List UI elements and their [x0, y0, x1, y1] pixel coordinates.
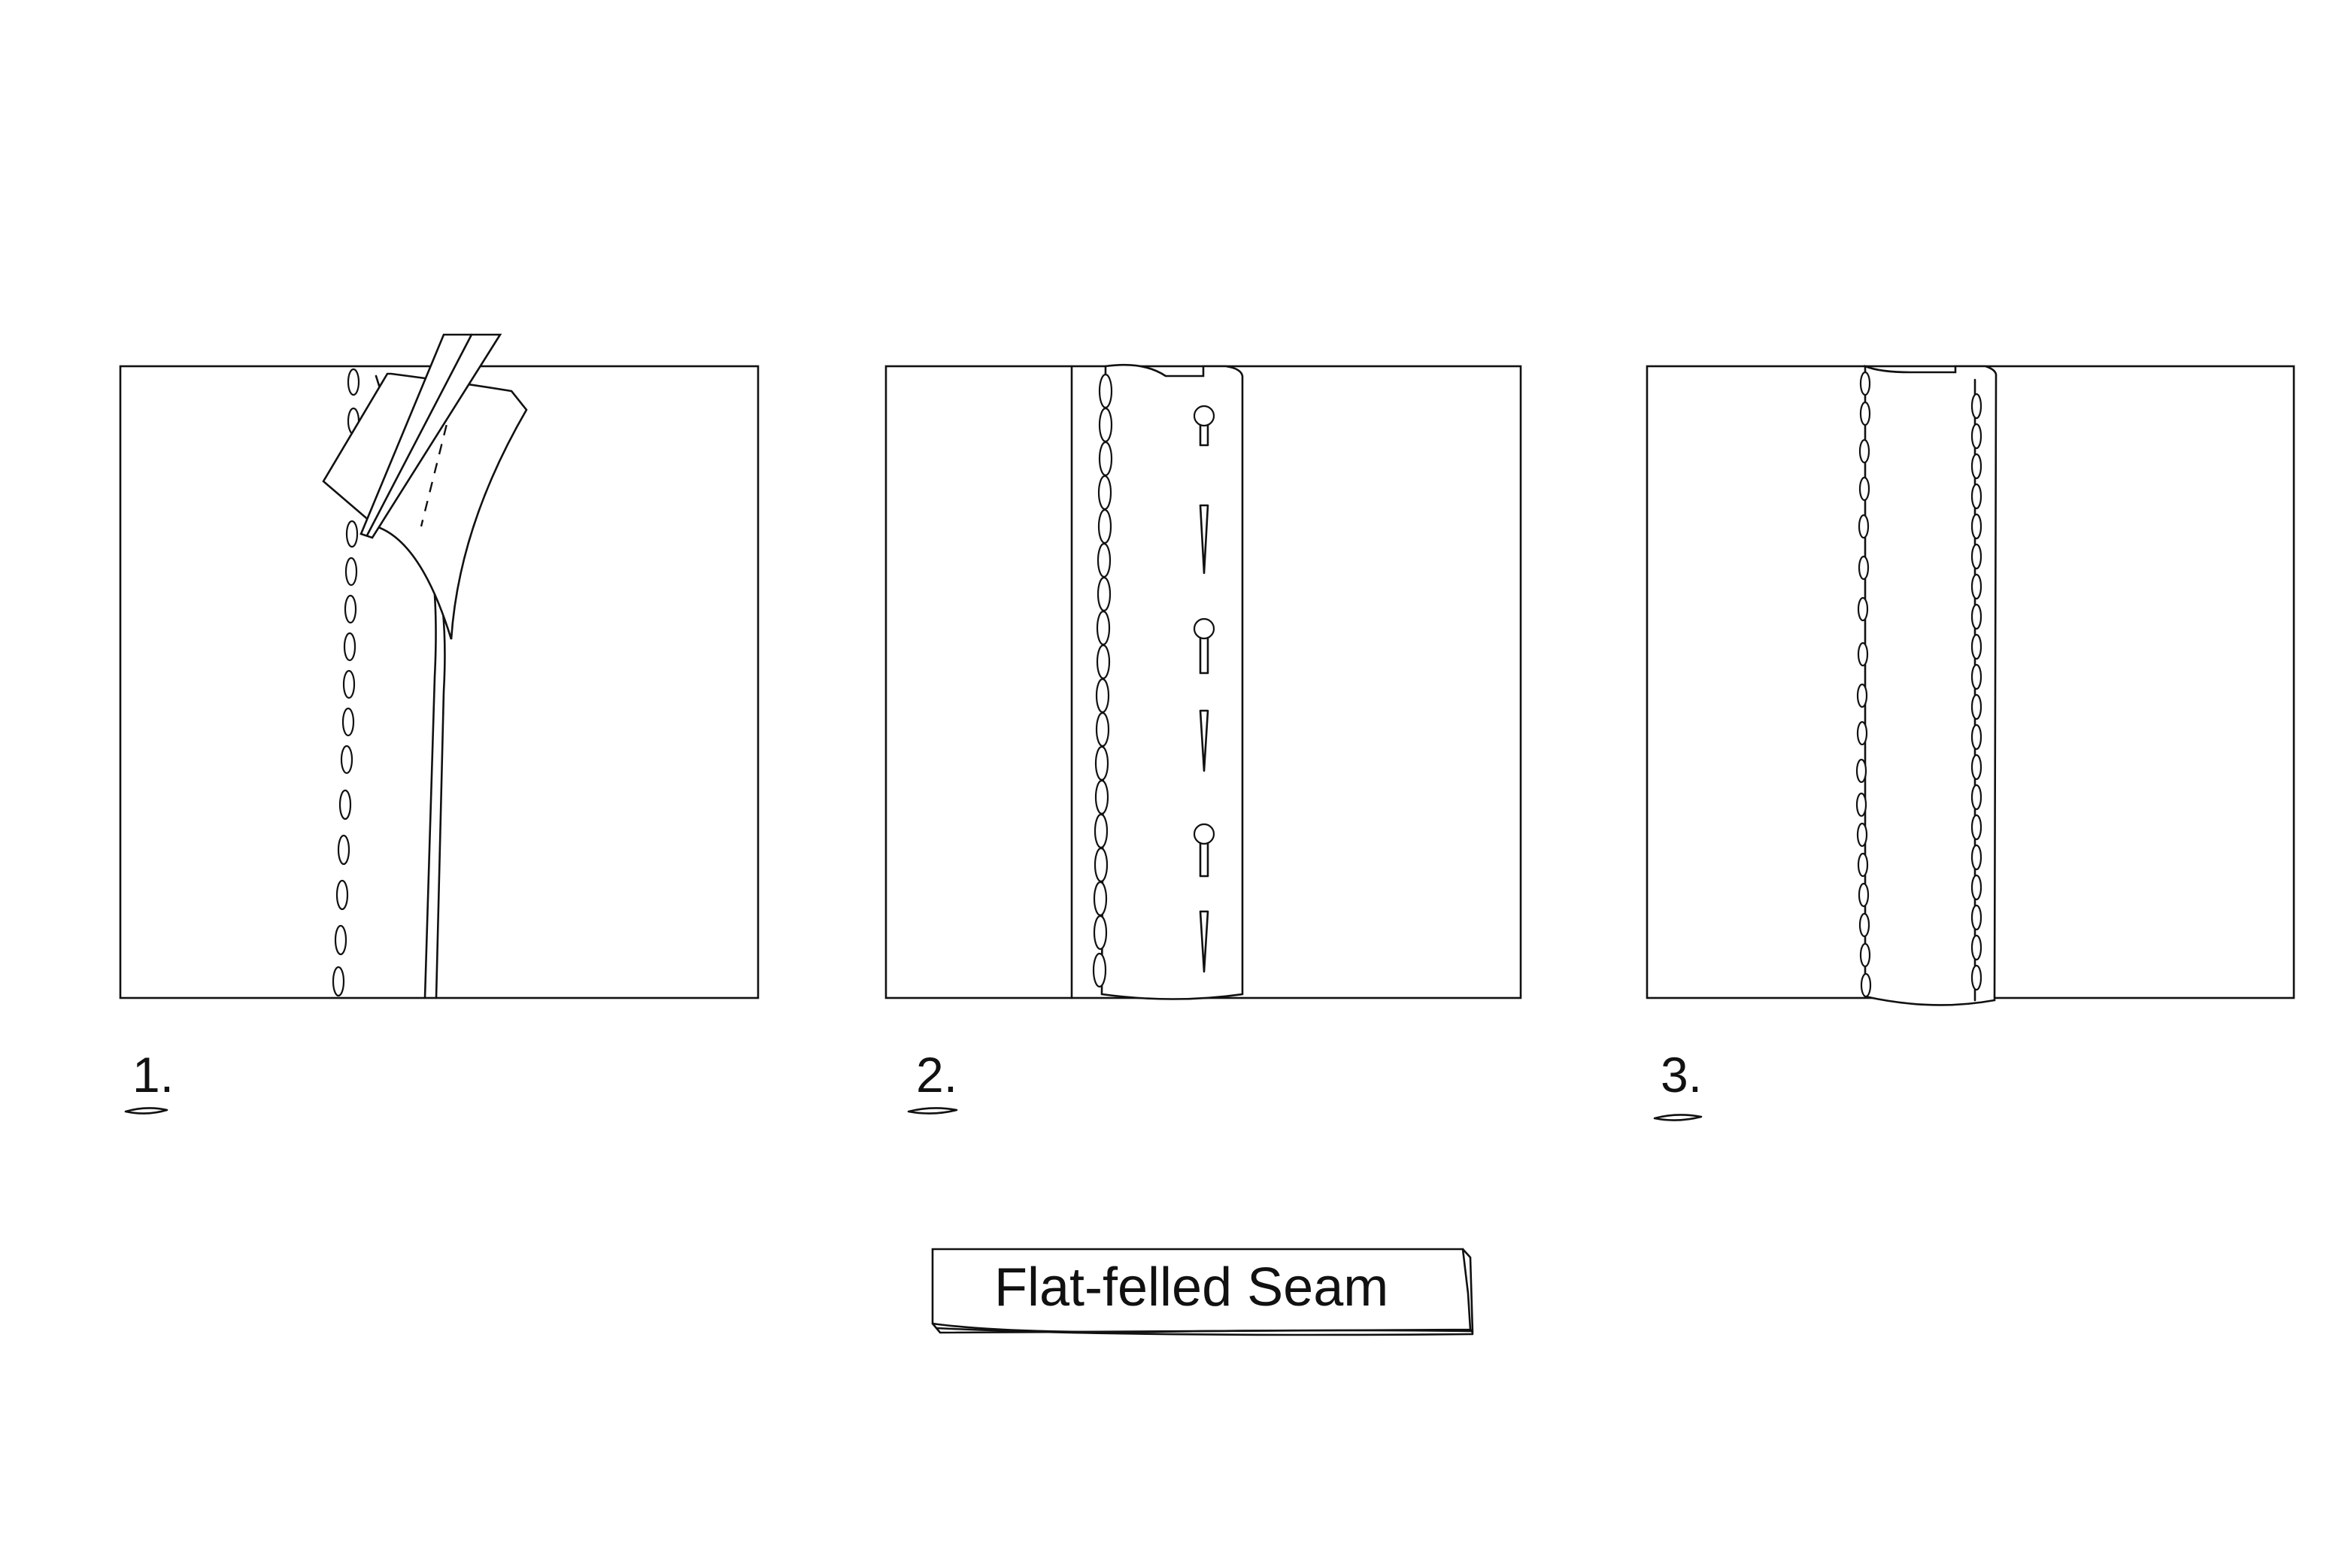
- title-banner: Flat-felled Seam: [931, 1248, 1474, 1336]
- pin: [1193, 405, 1215, 447]
- step-label-1: 1.: [132, 1047, 174, 1102]
- pin: [1199, 504, 1209, 575]
- label-underline: [124, 1107, 168, 1115]
- pin: [1199, 709, 1209, 772]
- step-2-panel: [884, 363, 1522, 1000]
- step-label-2: 2.: [916, 1047, 957, 1102]
- folded-seam-allowance: [1100, 363, 1244, 1000]
- trim-line: [420, 405, 453, 527]
- pin: [1199, 910, 1209, 973]
- stitch-line: [1092, 373, 1113, 988]
- scissors-blade: [359, 333, 502, 539]
- label-underline: [1653, 1114, 1703, 1121]
- label-underline: [907, 1107, 958, 1115]
- step-label-3: 3.: [1661, 1047, 1702, 1102]
- step-3-panel: [1646, 365, 2295, 1006]
- pin: [1193, 617, 1215, 675]
- scissors-blade-edge: [366, 333, 473, 537]
- diagram-title: Flat-felled Seam: [994, 1257, 1388, 1318]
- pin: [1193, 823, 1215, 878]
- stitch-line: [332, 368, 360, 997]
- stitch-line: [1855, 371, 1872, 998]
- finished-fell: [1864, 365, 1998, 1006]
- step-1-panel: [119, 333, 760, 999]
- stitch-line: [1970, 393, 1982, 991]
